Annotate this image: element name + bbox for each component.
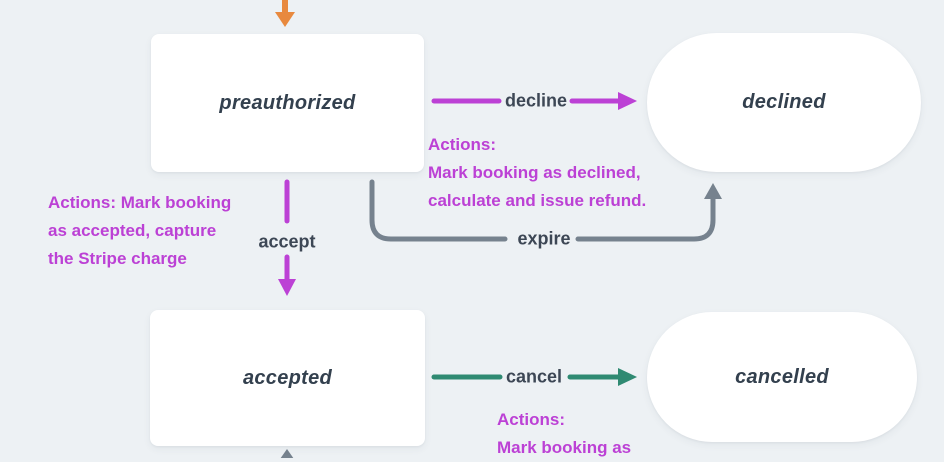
bottom-arrow-tip-icon bbox=[280, 449, 294, 458]
annotation-line: Mark booking as declined, bbox=[428, 163, 641, 182]
annotation-decline-actions: Actions: Mark booking as declined, calcu… bbox=[428, 131, 646, 215]
transition-label-cancel: cancel bbox=[505, 366, 563, 387]
annotation-cancel-actions: Actions: Mark booking as bbox=[497, 406, 631, 462]
transition-label-expire: expire bbox=[517, 228, 571, 249]
annotation-line: Actions: Mark booking bbox=[48, 193, 232, 212]
state-label: cancelled bbox=[735, 365, 829, 388]
state-node-preauthorized: preauthorized bbox=[151, 34, 424, 172]
annotation-line: as accepted, capture bbox=[48, 221, 217, 240]
state-label: accepted bbox=[242, 366, 333, 389]
state-label: preauthorized bbox=[219, 91, 356, 114]
annotation-line: Mark booking as bbox=[497, 438, 632, 457]
state-node-declined: declined bbox=[647, 33, 921, 172]
transition-label-accept: accept bbox=[258, 231, 316, 252]
transition-label-decline: decline bbox=[504, 90, 568, 111]
annotation-accept-actions: Actions: Mark booking as accepted, captu… bbox=[48, 189, 231, 273]
annotation-line: calculate and issue refund. bbox=[428, 191, 647, 210]
annotation-line: Actions: bbox=[428, 135, 496, 154]
state-node-accepted: accepted bbox=[150, 310, 425, 446]
state-node-cancelled: cancelled bbox=[647, 312, 917, 442]
annotation-line: the Stripe charge bbox=[48, 249, 187, 268]
state-label: declined bbox=[742, 91, 826, 113]
entry-arrow-icon bbox=[275, 0, 295, 27]
annotation-line: Actions: bbox=[497, 410, 565, 429]
